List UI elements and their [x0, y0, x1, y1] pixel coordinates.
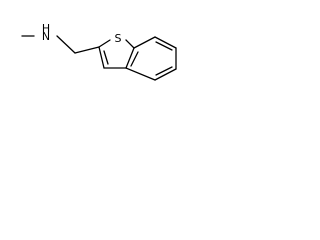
bond-c3-c2-double [103, 50, 109, 65]
bond-c3a-c7a-double [130, 51, 139, 67]
bond-c4-c3a [125, 67, 156, 81]
bond-c7a-c7 [133, 36, 156, 49]
bond-c7-c6-double [155, 41, 173, 51]
hydrogen-label: H [42, 22, 50, 35]
benzothiophene-methylamine-structure: H N S [21, 22, 177, 81]
sulfur-label: S [115, 32, 122, 45]
bond-c7a-c3a [125, 47, 135, 69]
bond-n-ch2 [56, 35, 76, 54]
nitrogen-label: N [42, 30, 50, 43]
bond-ch2-c2 [74, 46, 100, 54]
bond-c5-c4-double [155, 66, 173, 76]
bond-c5-c4 [154, 68, 177, 81]
bond-c7-c6 [154, 36, 177, 49]
bond-s-c7a [125, 39, 135, 49]
bond-c3-c2 [98, 46, 105, 69]
bond-c2-s [98, 39, 111, 48]
